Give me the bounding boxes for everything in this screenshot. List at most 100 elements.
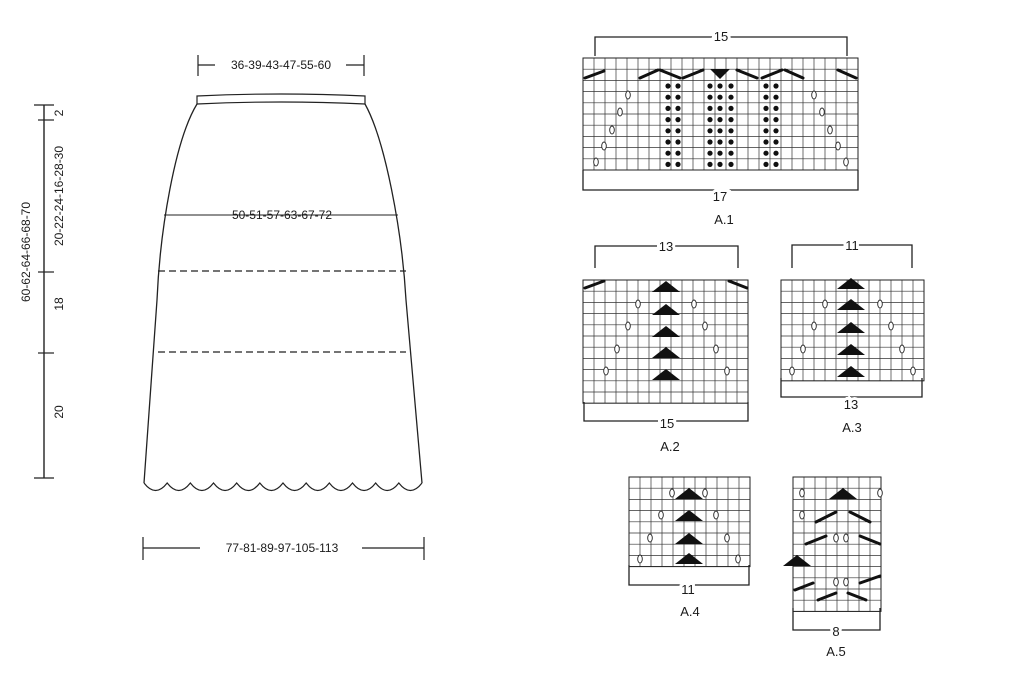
yarn-over-symbol [593, 157, 599, 167]
chart-a3-bottom-bracket [780, 378, 923, 398]
purl-dot-symbol [675, 83, 681, 89]
length-middle-label: 18 [52, 297, 66, 311]
chart-a2-top-repeat: 13 [659, 239, 673, 254]
purl-dot-symbol [717, 83, 723, 89]
length-upper-label: 20-22-24-16-28-30 [52, 146, 66, 246]
chart-a5-bottom-repeat: 8 [832, 624, 839, 639]
purl-dot-symbol [717, 94, 723, 100]
yarn-over-symbol [647, 533, 653, 543]
slant-decrease-symbol [814, 510, 838, 524]
chart-a2-top-bracket [594, 245, 739, 268]
yarn-over-symbol [811, 90, 817, 100]
slant-decrease-symbol [735, 68, 759, 80]
yarn-over-symbol [614, 344, 620, 354]
purl-dot-symbol [763, 139, 769, 145]
chart-a2-symbols [583, 279, 749, 380]
decrease-triangle-symbol [837, 299, 865, 310]
chart-a3-top-bracket [791, 244, 913, 268]
yarn-over-symbol [724, 366, 730, 376]
yarn-over-symbol [713, 344, 719, 354]
yarn-over-symbol [702, 488, 708, 498]
purl-dot-symbol [675, 161, 681, 167]
slant-decrease-symbol [804, 534, 828, 546]
yarn-over-symbol [724, 533, 730, 543]
decrease-triangle-symbol [783, 555, 811, 566]
yarn-over-symbol [691, 299, 697, 309]
purl-dot-symbol [665, 161, 671, 167]
chart-a5-bottom-bracket [792, 608, 881, 631]
yarn-over-symbol [669, 488, 675, 498]
purl-dot-symbol [707, 94, 713, 100]
purl-dot-symbol [707, 150, 713, 156]
chart-a3: 11 13 A.3 [780, 235, 925, 435]
purl-dot-symbol [773, 83, 779, 89]
yarn-over-symbol [910, 366, 916, 376]
chart-a5: 8 A.5 [783, 476, 883, 659]
length-waistband-label: 2 [52, 109, 66, 116]
yarn-over-symbol [877, 299, 883, 309]
purl-dot-symbol [773, 117, 779, 123]
purl-dot-symbol [675, 94, 681, 100]
slant-decrease-symbol [848, 510, 872, 524]
yarn-over-symbol [603, 366, 609, 376]
chart-a1-bottom-bracket [582, 170, 859, 191]
purl-dot-symbol [665, 83, 671, 89]
purl-dot-symbol [763, 150, 769, 156]
yarn-over-symbol [637, 554, 643, 564]
yarn-over-symbol [800, 344, 806, 354]
yarn-over-symbol [833, 577, 839, 587]
purl-dot-symbol [707, 105, 713, 111]
purl-dot-symbol [728, 117, 734, 123]
yarn-over-symbol [888, 321, 894, 331]
waist-width-label: 36-39-43-47-55-60 [231, 58, 331, 72]
purl-dot-symbol [773, 128, 779, 134]
purl-dot-symbol [728, 161, 734, 167]
purl-dot-symbol [665, 117, 671, 123]
decrease-triangle-symbol [837, 344, 865, 355]
yarn-over-symbol [735, 554, 741, 564]
slant-decrease-symbol [846, 591, 868, 602]
purl-dot-symbol [717, 117, 723, 123]
purl-dot-symbol [717, 139, 723, 145]
purl-dot-symbol [728, 128, 734, 134]
purl-dot-symbol [665, 128, 671, 134]
decrease-triangle-symbol [675, 488, 703, 499]
chart-a1-top-repeat: 15 [714, 29, 728, 44]
yarn-over-symbol [899, 344, 905, 354]
purl-dot-symbol [763, 94, 769, 100]
purl-dot-symbol [728, 83, 734, 89]
decrease-triangle-symbol [837, 278, 865, 289]
decrease-triangle-symbol [675, 533, 703, 544]
chart-a3-title: A.3 [842, 420, 862, 435]
chart-a2-bottom-repeat: 15 [660, 416, 674, 431]
purl-dot-symbol [707, 83, 713, 89]
yarn-over-symbol [843, 577, 849, 587]
purl-dot-symbol [773, 105, 779, 111]
purl-dot-symbol [728, 105, 734, 111]
purl-dot-symbol [665, 150, 671, 156]
purl-dot-symbol [773, 150, 779, 156]
decrease-triangle-symbol [652, 304, 680, 315]
purl-dot-symbol [763, 83, 769, 89]
purl-dot-symbol [763, 161, 769, 167]
purl-dot-symbol [728, 150, 734, 156]
chart-a1: 15 17 A.1 [582, 26, 859, 227]
yarn-over-symbol [833, 533, 839, 543]
chart-a4-bottom-repeat: 11 [681, 582, 695, 597]
purl-dot-symbol [665, 94, 671, 100]
slant-decrease-symbol [793, 581, 815, 592]
purl-dot-symbol [763, 117, 769, 123]
skirt-schematic: 36-39-43-47-55-60 50-51-57-63-67-72 77-8… [19, 55, 425, 560]
skirt-outline [143, 103, 423, 484]
purl-dot-symbol [665, 139, 671, 145]
purl-dot-symbol [763, 105, 769, 111]
decrease-triangle-symbol [652, 326, 680, 337]
chart-a4-symbols [637, 488, 741, 564]
chart-a1-top-bracket [594, 36, 848, 56]
slant-decrease-symbol [760, 68, 784, 80]
slant-decrease-symbol [727, 279, 749, 290]
slant-decrease-symbol [681, 68, 705, 80]
slant-decrease-symbol [858, 574, 882, 585]
purl-dot-symbol [773, 161, 779, 167]
